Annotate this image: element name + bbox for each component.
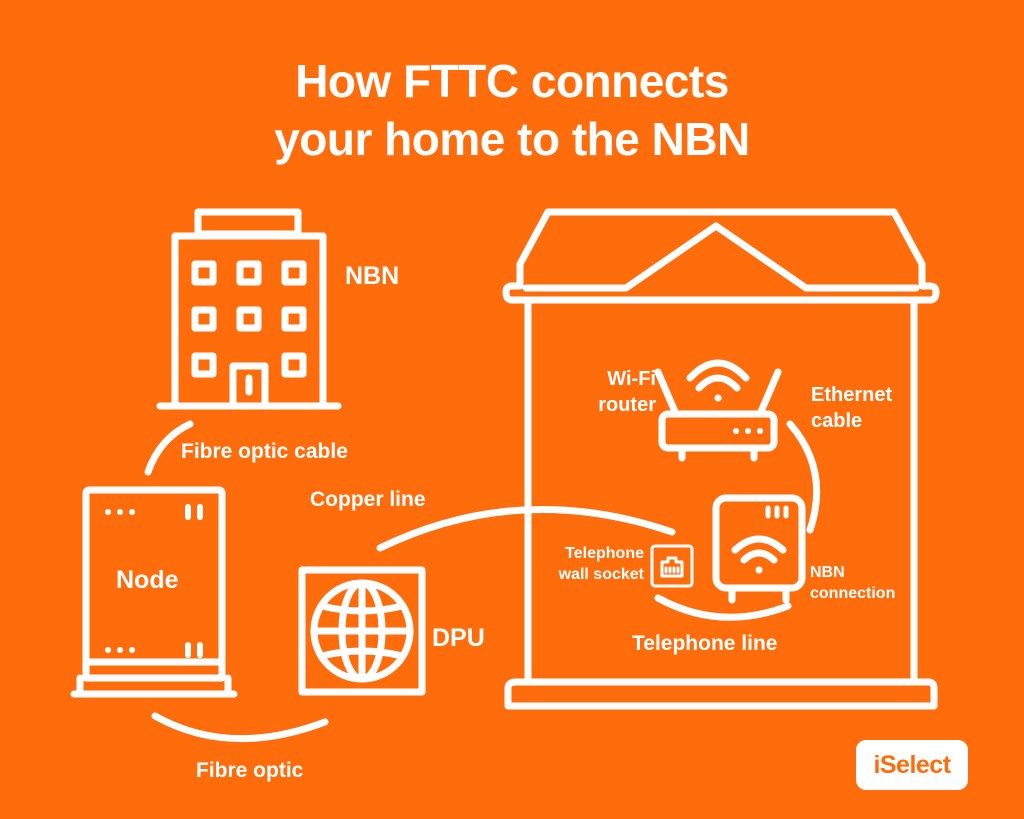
dpu-globe-icon [298,566,426,696]
ethernet-cable-label-line-1: Ethernet [811,384,893,406]
ethernet-cable-label: Ethernet cable [811,382,892,434]
wifi-router-label: Wi-Fi router [578,366,656,418]
nbn-connection-box-icon [712,494,806,604]
house-icon [502,208,940,710]
fibre-optic-label: Fibre optic [196,759,304,782]
nbn-connection-label-line-1: NBN [810,564,845,581]
title-line-2: your home to the NBN [274,113,750,165]
node-cabinet-icon [70,486,238,698]
copper-line-label: Copper line [310,488,426,511]
nbn-label: NBN [345,262,400,290]
telephone-line-label: Telephone line [632,632,778,655]
wifi-router-label-line-2: router [598,394,656,416]
building-icon [156,208,342,410]
telephone-socket-icon [650,544,694,588]
ethernet-cable-line [786,420,821,534]
wifi-router-label-line-1: Wi-Fi [607,368,656,390]
title-line-1: How FTTC connects [295,55,729,107]
ethernet-cable-label-line-2: cable [811,410,863,432]
node-label: Node [116,566,179,594]
telephone-line [654,594,792,621]
fibre-optic-line [151,712,329,743]
diagram-title: How FTTC connects your home to the NBN [0,52,1024,168]
telephone-wall-socket-label: Telephone wall socket [536,543,644,585]
telephone-wall-socket-label-line-1: Telephone [565,545,644,562]
iselect-logo: iSelect [856,740,968,790]
iselect-logo-text: iSelect [873,750,951,779]
nbn-connection-label: NBN connection [810,562,895,604]
wifi-router-icon [654,359,782,462]
fibre-optic-cable-line [144,420,194,476]
nbn-connection-label-line-2: connection [810,585,896,602]
copper-line [376,505,676,552]
telephone-wall-socket-label-line-2: wall socket [558,566,644,583]
fibre-optic-cable-label: Fibre optic cable [181,440,348,463]
dpu-label: DPU [432,624,485,652]
